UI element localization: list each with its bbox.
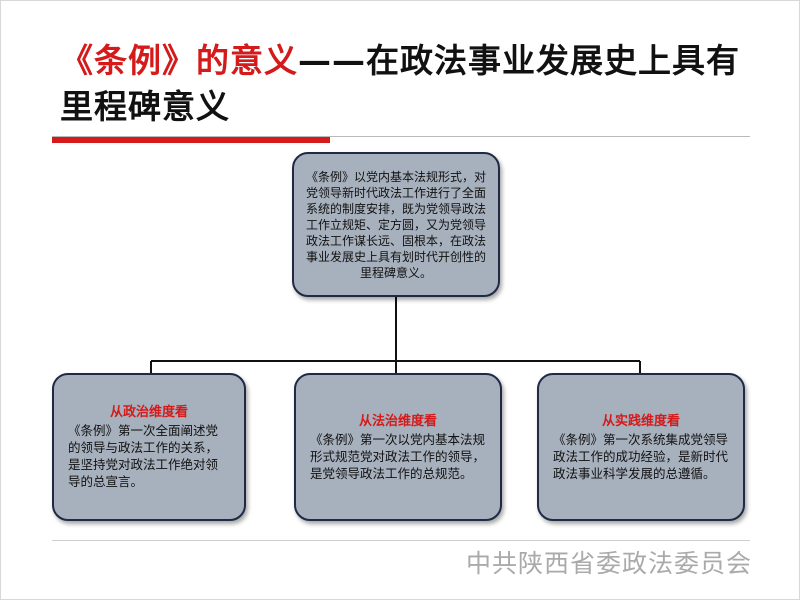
footer-organization: 中共陕西省委政法委员会 [465, 549, 752, 578]
branch-node-practice: 从实践维度看 《条例》第一次系统集成党领导政法工作的成功经验，是新时代政法事业科… [537, 373, 745, 521]
title-rest: ——在政法事业发展史上具有里程碑意义 [60, 41, 740, 126]
title-accent-bar [52, 137, 330, 143]
title-highlight: 《条例》的意义 [60, 41, 298, 80]
slide-title: 《条例》的意义——在政法事业发展史上具有里程碑意义 [60, 38, 760, 130]
root-node-text: 《条例》以党内基本法规形式，对党领导新时代政法工作进行了全面系统的制度安排，既为… [305, 169, 486, 280]
root-node: 《条例》以党内基本法规形式，对党领导新时代政法工作进行了全面系统的制度安排，既为… [292, 152, 500, 297]
title-divider-line [52, 136, 750, 137]
branch-heading: 从法治维度看 [358, 413, 437, 429]
branch-node-political: 从政治维度看 《条例》第一次全面阐述党的领导与政法工作的关系，是坚持党对政法工作… [52, 373, 246, 521]
branch-node-legal: 从法治维度看 《条例》第一次以党内基本法规形式规范党对政法工作的领导，是党领导政… [294, 373, 502, 521]
branch-text: 《条例》第一次以党内基本法规形式规范党对政法工作的领导，是党领导政法工作的总规范… [310, 431, 486, 481]
branch-heading: 从政治维度看 [109, 405, 188, 420]
branch-heading: 从实践维度看 [601, 413, 680, 429]
branch-text: 《条例》第一次全面阐述党的领导与政法工作的关系，是坚持党对政法工作绝对领导的总宣… [68, 423, 219, 489]
branch-text: 《条例》第一次系统集成党领导政法工作的成功经验，是新时代政法事业科学发展的总遵循… [553, 431, 729, 481]
footer-divider-line [52, 540, 750, 541]
